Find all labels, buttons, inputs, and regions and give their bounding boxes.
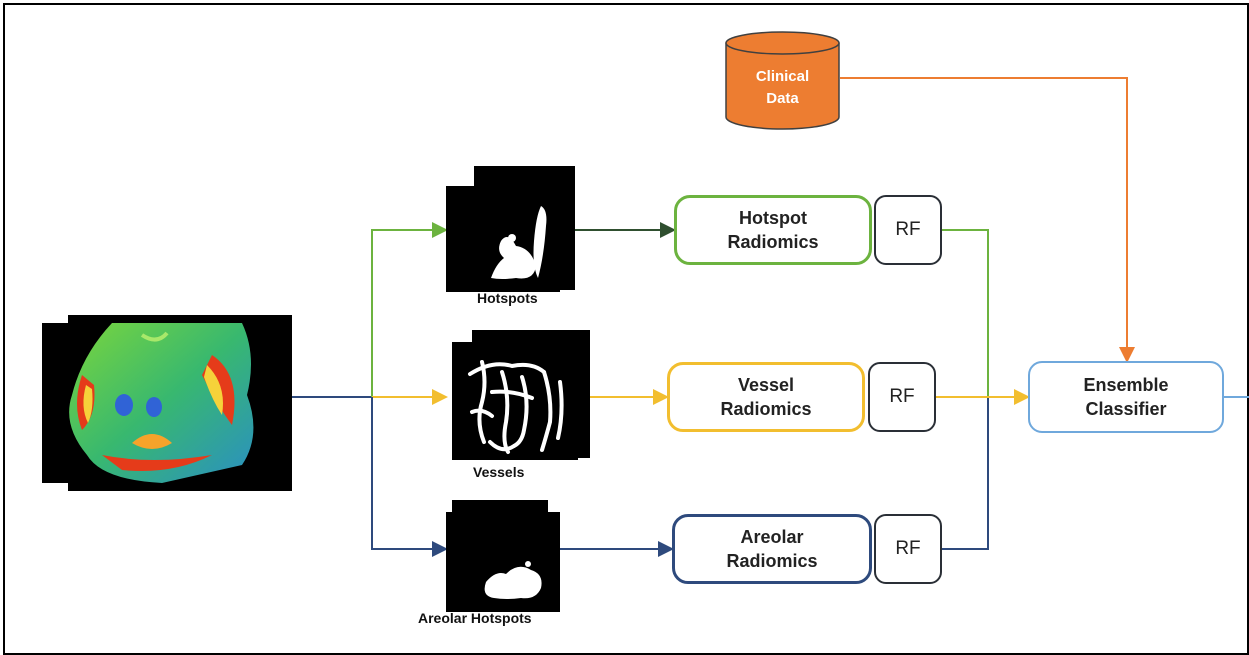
hotspot-radiomics-box: Hotspot Radiomics [674,195,872,265]
clinical-to-ensemble-line [840,77,1135,363]
areolar-rf-box: RF [874,514,942,584]
vessel-radiomics-box: Vessel Radiomics [667,362,865,432]
hotspots-thumbnail [446,186,560,292]
hotspot-rf-box: RF [874,195,942,265]
thermal-image [42,315,292,491]
areolar-hotspots-caption: Areolar Hotspots [418,610,532,626]
areolar-rf-output-line [942,397,989,550]
areolar-radiomics-box: Areolar Radiomics [672,514,872,584]
vessel-rf-box: RF [868,362,936,432]
ensemble-classifier-box: Ensemble Classifier [1028,361,1224,433]
vessels-thumbnail [452,342,578,460]
hotspots-caption: Hotspots [477,290,538,306]
clinical-data-label: Clinical Data [755,68,810,107]
figure-frame [3,3,1249,655]
hotspot-branch-line [371,222,448,397]
hotspot-rf-output-line [942,229,989,397]
vessels-caption: Vessels [473,464,525,480]
database-icon [725,31,840,130]
areolar-thumbnail [446,512,560,612]
areolar-branch-line [371,397,448,557]
